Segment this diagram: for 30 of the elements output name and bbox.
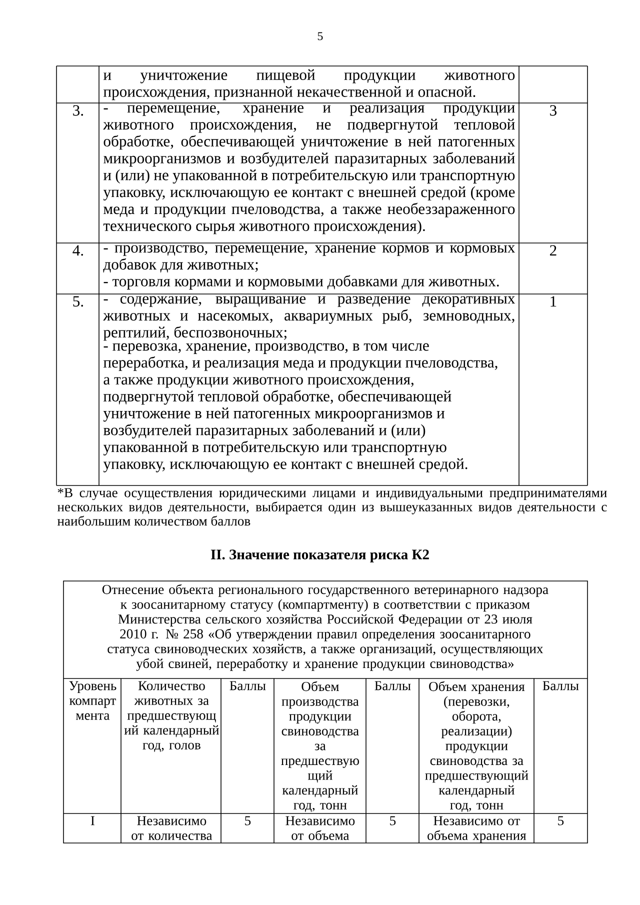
score-cell: 2 [550,245,556,256]
table-cell: 5 [558,816,564,826]
table-cell: 5 [390,816,396,826]
score-cell: 3 [550,105,556,116]
section-heading: II. Значение показателя риска К2 [210,550,429,562]
footnote: *В случае осуществления юридическими лицами и индивидуальными предпринимателями нескольких видов деятельности, выбирается один из вышеуказанных видов деятельности с наибольшим количеством баллов [57,488,607,526]
table-cell: - содержание, выращивание и разведение декоративных животных и насекомых, аквариумных рыб, земноводных, рептилий, беспозвоночных; [103,296,516,341]
table-cell: Отнесение объекта регионального государственного ветеринарного надзора к зоосанитарному статусу (компартменту) в соответствии с приказом Министерства сельского хозяйства Российской Федерации от 23 июля 2010 г. № 258 «Об утверждении правил определения зоосанитарного статуса свиноводческих хозяйств, а также организаций, осуществляющих убой свиней, переработку и хранение продукции свиноводства» [102,584,548,671]
table-cell: - перевозка, хранение, производство, в том числе переработка, и реализация меда и продукции пчеловодства, а также продукции животного происхождения, подвергнутой тепловой обработке, обеспечивающей уничтожение в ней патогенных микроорганизмов и возбудителей паразитарных заболеваний и (или) упакованной в потребительскую или транспортную упаковку, исключающую ее контакт с внешней средой. [103,343,498,472]
table-cell: Объем хранения (перевозки, оборота, реализации) продукции свиноводства за предшествующий календарный год, тонн [425,681,528,812]
table-cell: Количество животных за предшествующ ий календарный год, голов [124,681,219,752]
table-cell: Независимо от количества [132,816,212,840]
table-cell: Объем производства продукции свиноводства за предшествую щий календарный год, тонн [281,681,359,812]
table-cell: I [90,816,94,826]
page-number: 5 [318,32,323,40]
table-cell: Уровень компарт мента [69,681,116,720]
row-number: 3. [73,105,84,116]
table-cell: 5 [245,816,251,826]
row-number: 5. [73,296,84,307]
table-cell: Баллы [374,681,411,690]
table-cell: - перемещение, хранение и реализация продукции животного происхождения, не подвергнутой тепловой обработке, обеспечивающей уничтожение в ней патогенных микроорганизмов и возбудителей паразитарных заболеваний и (или) не упакованной в потребительскую или транспортную упаковку, исключающую ее контакт с внешней средой (кроме меда и продукции пчеловодства, а также необеззараженного технического сырья животного происхождения). [103,105,516,234]
table-cell: - производство, перемещение, хранение кормов и кормовых добавок для животных; [103,245,516,272]
table-cell: - торговля кормами и кормовыми добавками для животных. [104,275,499,290]
score-cell: 1 [550,296,556,306]
table-cell: Баллы [230,681,266,690]
table-cell: Баллы [542,681,579,690]
table-cell: Независимо от объема хранения [428,816,526,843]
table-cell: и уничтожение пищевой продукции животного происхождения, признанной некачественной и опасной. [103,69,515,100]
table-cell: Независимо от объема [286,816,355,840]
row-number: 4. [72,245,84,256]
